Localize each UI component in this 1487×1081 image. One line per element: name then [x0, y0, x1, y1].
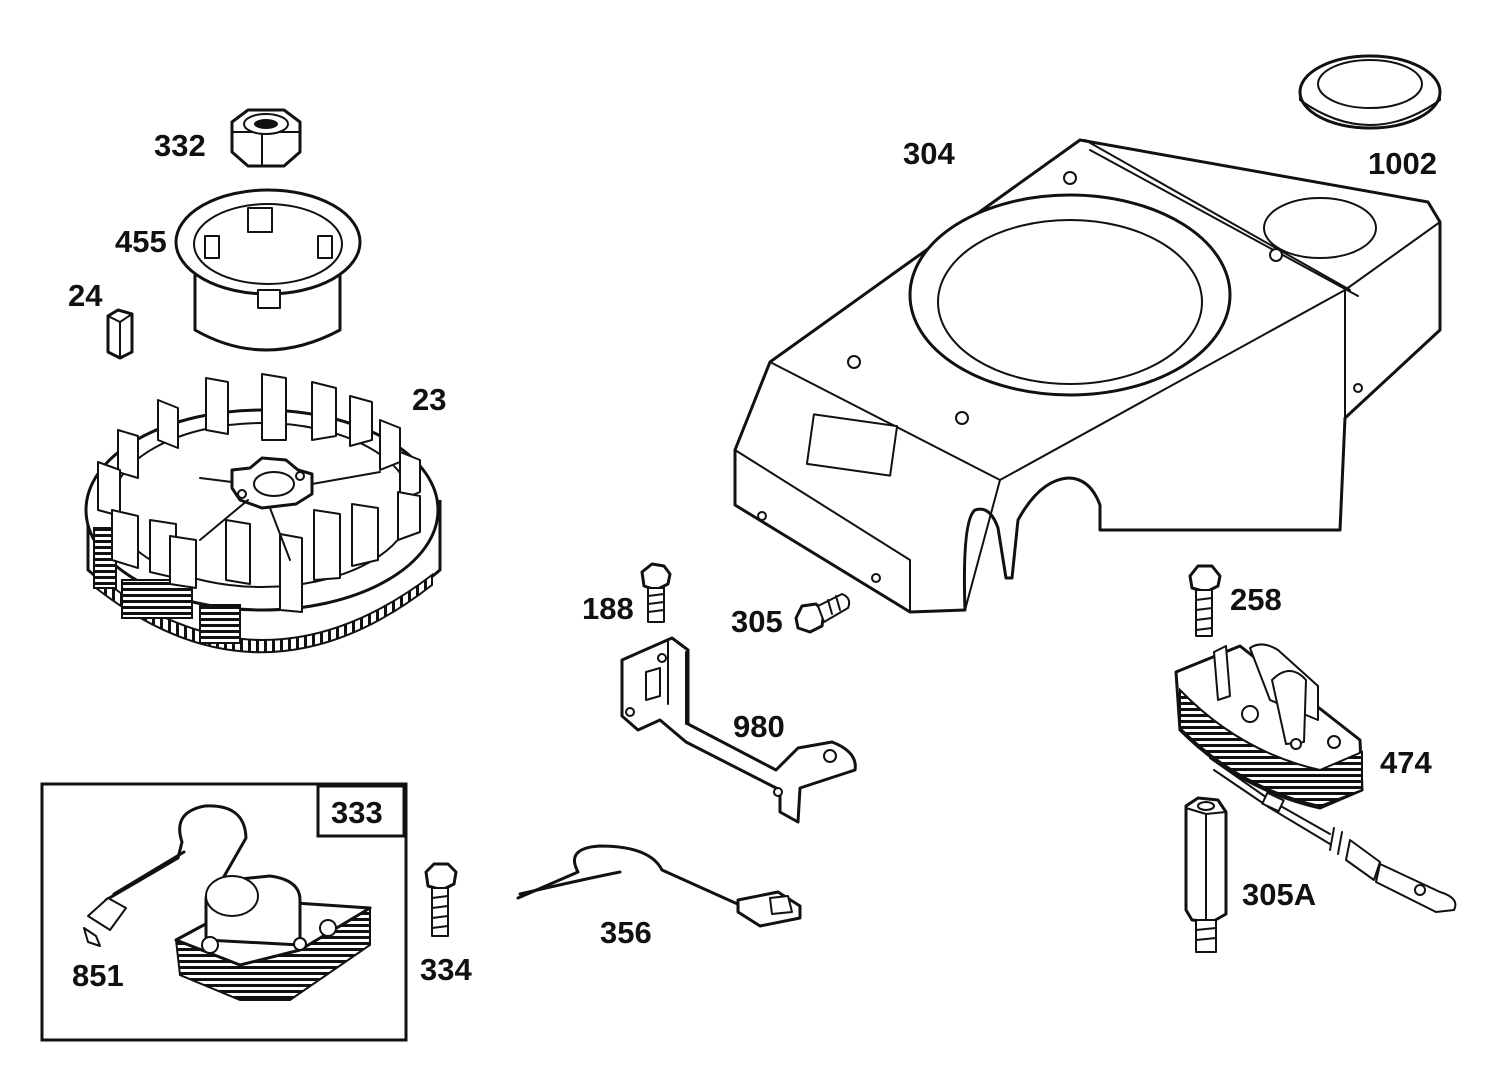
label-334: 334 [420, 952, 472, 987]
ignition-module-851 [83, 804, 372, 1001]
screw-334 [424, 862, 458, 937]
label-304: 304 [903, 136, 955, 171]
bolt-188 [640, 562, 672, 623]
bracket-980 [620, 636, 857, 824]
label-305: 305 [731, 604, 783, 639]
label-258: 258 [1230, 582, 1282, 617]
label-474: 474 [1380, 745, 1432, 780]
label-356: 356 [600, 915, 652, 950]
label-332: 332 [154, 128, 206, 163]
bolt-305 [794, 593, 851, 634]
spacer-305A [1184, 796, 1228, 953]
flywheel-key-24 [106, 308, 134, 360]
hex-nut-332 [230, 108, 302, 168]
label-24: 24 [68, 278, 103, 313]
armature-474 [1174, 643, 1457, 913]
grommet-1002 [1298, 54, 1442, 130]
label-333: 333 [331, 795, 383, 830]
starter-cup-455 [174, 188, 362, 352]
screw-258 [1188, 564, 1222, 637]
label-1002: 1002 [1368, 146, 1437, 181]
ground-wire-356 [516, 844, 802, 928]
label-188: 188 [582, 591, 634, 626]
flywheel-23 [84, 373, 442, 654]
label-851: 851 [72, 958, 124, 993]
label-980: 980 [733, 709, 785, 744]
label-305A: 305A [1242, 877, 1317, 912]
label-23: 23 [412, 382, 447, 417]
label-455: 455 [115, 224, 167, 259]
blower-housing-304 [733, 138, 1442, 614]
